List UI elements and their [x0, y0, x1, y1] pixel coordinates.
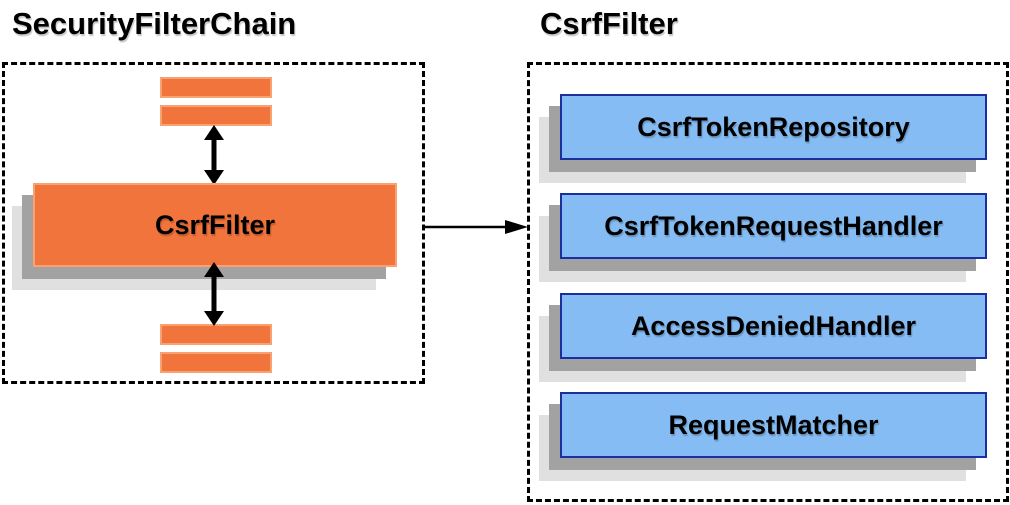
flow-arrow-icon — [424, 220, 528, 234]
double-headed-arrow-icon — [204, 125, 224, 185]
csrf-token-request-handler-node: CsrfTokenRequestHandler — [560, 193, 987, 259]
csrf-filter-title: CsrfFilter — [540, 6, 678, 41]
csrf-filter-panel — [527, 62, 1009, 502]
component-label: RequestMatcher — [668, 409, 879, 440]
double-headed-arrow-icon — [204, 262, 224, 326]
component-label: AccessDeniedHandler — [630, 310, 917, 341]
security-filter-chain-panel — [2, 62, 425, 384]
csrf-filter-node: CsrfFilter — [33, 183, 397, 267]
chain-filter-bar — [160, 324, 272, 345]
security-filter-chain-title: SecurityFilterChain — [12, 6, 297, 41]
chain-filter-bar — [160, 105, 272, 126]
chain-filter-bar — [160, 352, 272, 373]
csrf-token-repository-node: CsrfTokenRepository — [560, 94, 987, 160]
access-denied-handler-node: AccessDeniedHandler — [560, 293, 987, 359]
csrf-filter-node-label: CsrfFilter — [154, 209, 276, 240]
request-matcher-node: RequestMatcher — [560, 392, 987, 458]
component-label: CsrfTokenRequestHandler — [604, 210, 943, 241]
component-label: CsrfTokenRepository — [637, 111, 910, 142]
chain-filter-bar — [160, 77, 272, 98]
